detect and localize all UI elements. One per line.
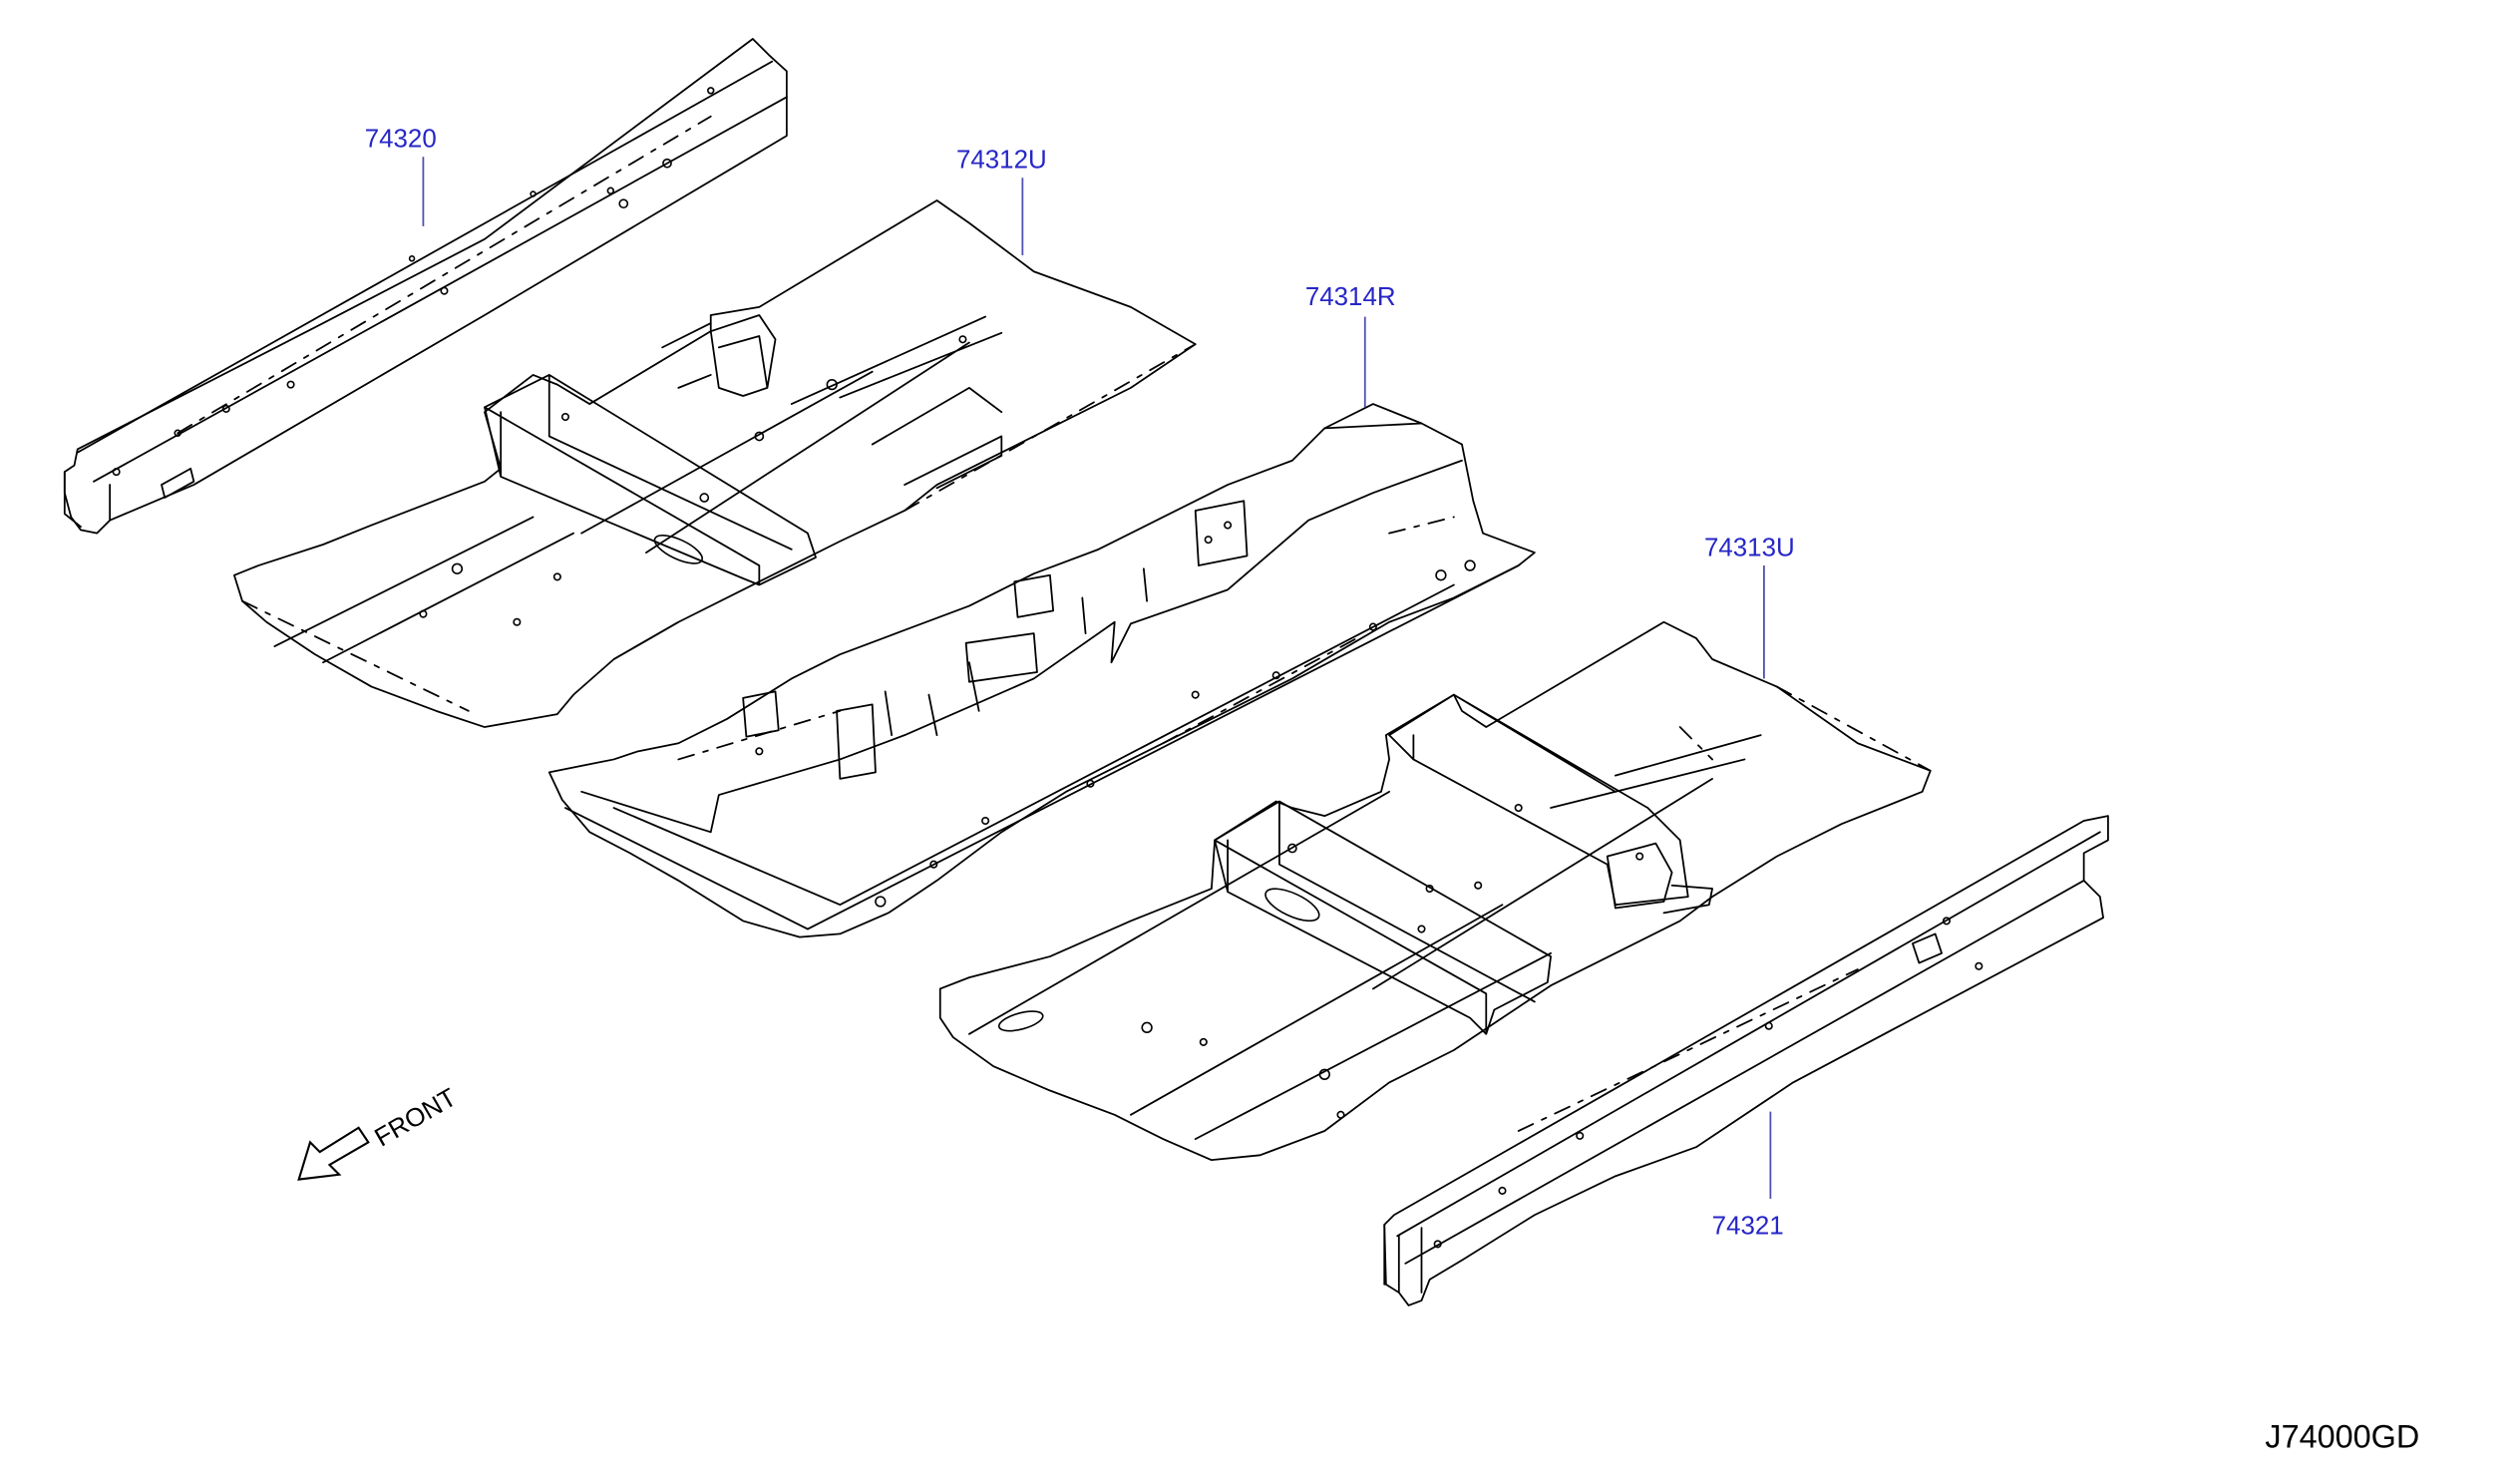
diagram-code: J74000GD [2265,1419,2419,1455]
part-74314R-rear-floor-center [547,403,1536,938]
part-74314R-inner-dash [677,516,1455,761]
callout-74321[interactable]: 74321 [1712,1213,1784,1241]
part-74321-flange-line [1396,831,2101,1238]
part-74312U-outline [232,199,1197,728]
callout-74314R[interactable]: 74314R [1305,283,1396,311]
part-74313U-rear-bracket [1606,842,1713,915]
front-arrow-icon [297,1126,370,1181]
part-74321-right-side-rail [1383,815,2109,1306]
part-74312U-front-floor-left [232,199,1197,728]
part-74314R-raised-section [580,422,1463,834]
part-74312U-seat-cross-member [484,374,817,586]
part-74312U-tunnel-bracket [661,314,777,397]
front-direction-indicator: FRONT [297,1083,462,1181]
part-74321-outline [1383,815,2109,1306]
part-74313U-edge-dash [1678,685,1932,772]
part-74314R-side-flange [564,564,1520,930]
part-74313U-seat-cross-member [1214,800,1552,1035]
callout-74313U[interactable]: 74313U [1704,534,1795,561]
part-74321-web-line [1404,880,2085,1265]
part-74314R-holes [755,521,1476,908]
part-74320-inner-line [177,115,712,435]
part-74321-inner-dash [1517,968,1859,1132]
part-74320-end-tab [63,467,195,529]
part-74321-end-cap [1383,1224,1423,1294]
part-74312U-edge-dash [241,343,1197,712]
part-74320-flange-line [76,60,774,454]
part-74321-holes [1433,917,1983,1249]
front-label: FRONT [370,1083,461,1152]
part-74313U-tunnel-member [1388,693,1689,907]
part-74314R-brackets [742,500,1249,780]
part-74320-holes [112,87,715,477]
part-74313U-holes [1141,803,1644,1119]
callout-74312U[interactable]: 74312U [956,147,1047,175]
part-74313U-slot [1264,888,1320,923]
part-74312U-channels [273,315,1003,664]
part-74313U-front-slot [997,1010,1044,1032]
part-74313U-channels [968,734,1762,1140]
part-74321-bracket [1912,932,1943,964]
part-74312U-holes [419,335,967,626]
callout-74320[interactable]: 74320 [365,126,437,154]
part-74312U-slot [653,534,704,564]
part-74312U-rear-bracket [871,386,1003,490]
part-74313U-front-floor-right [938,620,1932,1162]
part-74320-left-side-rail [63,38,788,535]
